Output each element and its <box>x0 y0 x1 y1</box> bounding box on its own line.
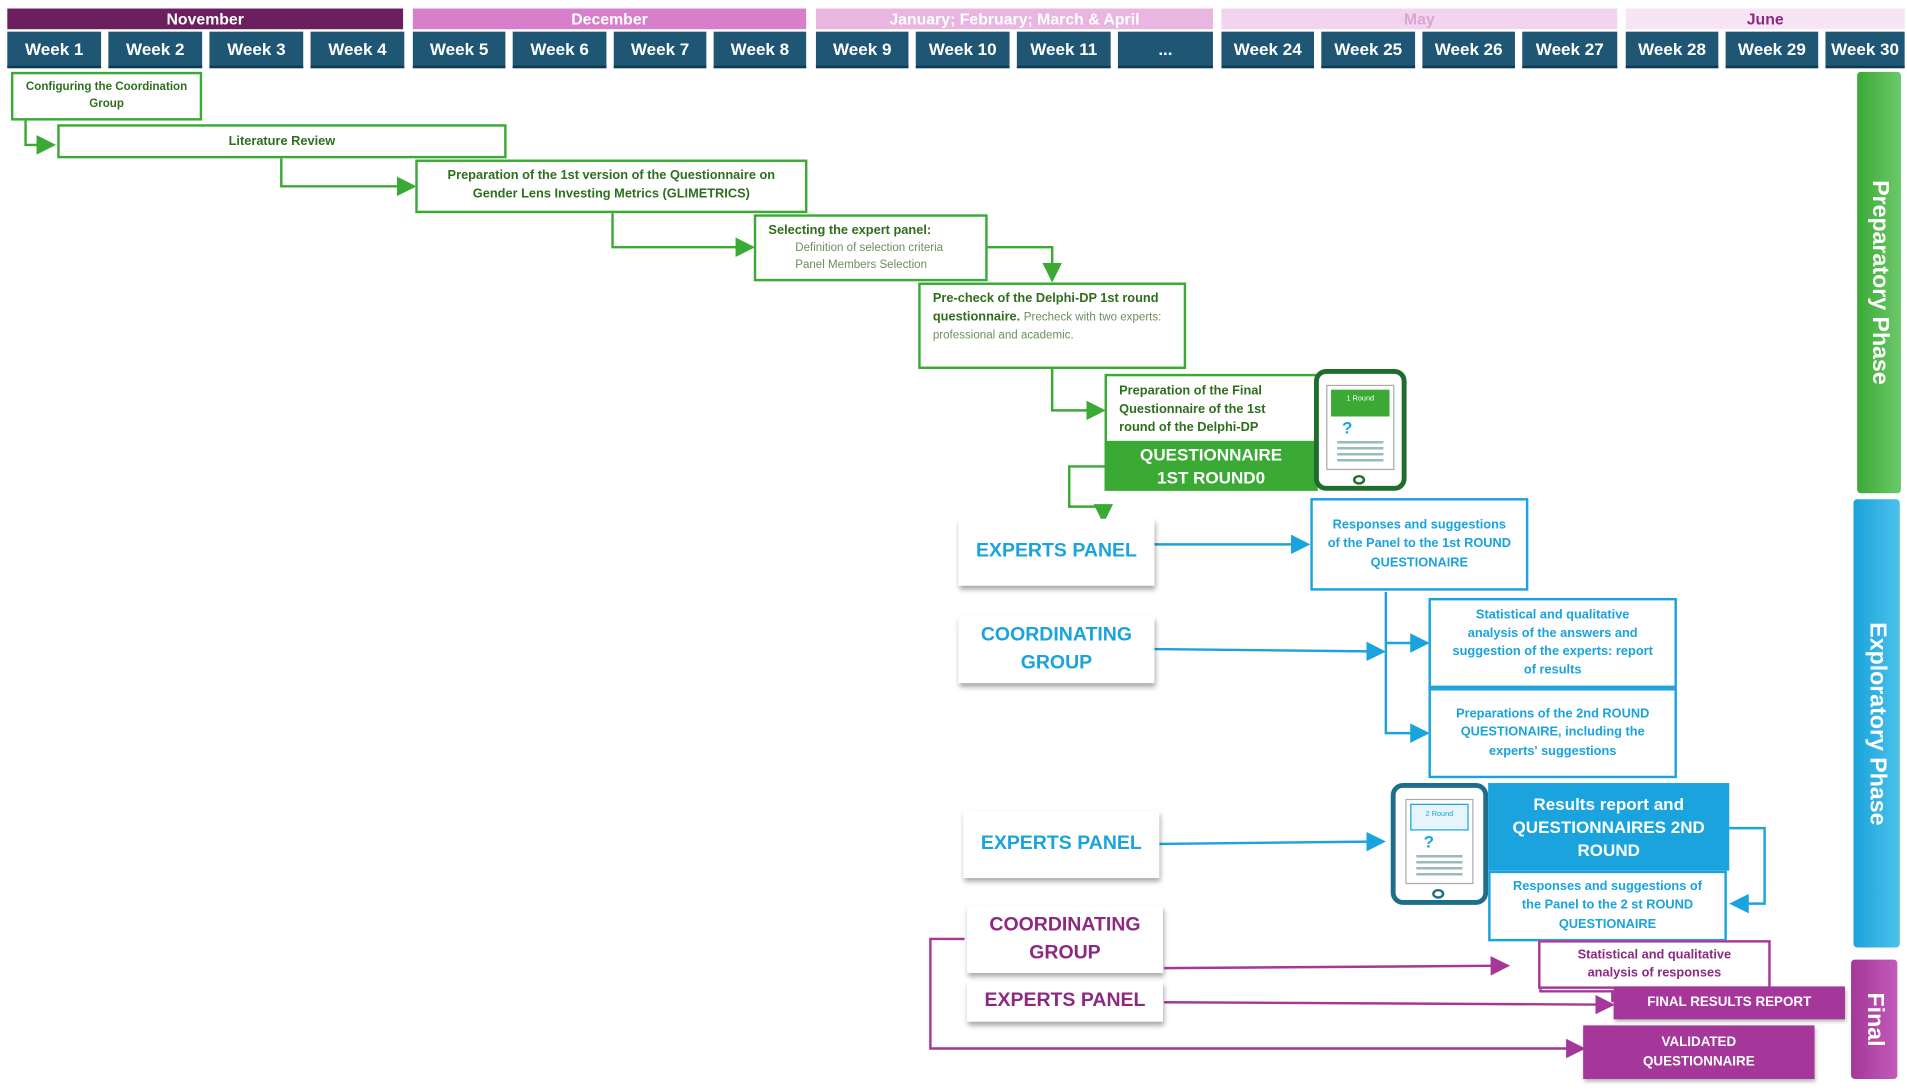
prep-questionnaire-box: Preparation of the 1st version of the Qu… <box>415 159 808 214</box>
week-4: Week 4 <box>310 31 405 69</box>
precheck-rest: Precheck with two experts: professional … <box>932 310 1162 343</box>
literature-label: Literature Review <box>228 133 336 149</box>
week-30: Week 30 <box>1825 31 1905 69</box>
phone-screen-header: 2 Round <box>1410 803 1469 831</box>
coordinating-group-card-1: COORDINATING GROUP <box>958 616 1155 684</box>
week-10: Week 10 <box>915 31 1010 69</box>
week-9: Week 9 <box>815 31 909 69</box>
results-report-label: Results report and QUESTIONNAIRES 2ND RO… <box>1512 793 1705 860</box>
month-december: December <box>412 8 807 30</box>
experts-panel-2-label: EXPERTS PANEL <box>980 833 1142 855</box>
week-11: Week 11 <box>1016 31 1111 69</box>
responses-1st-round-box: Responses and suggestions of the Panel t… <box>1310 498 1529 591</box>
week-8: Week 8 <box>713 31 807 69</box>
week-24: Week 24 <box>1221 31 1315 69</box>
preparatory-phase-bar: Preparatory Phase <box>1857 71 1901 494</box>
week-2: Week 2 <box>108 31 203 69</box>
final-prep-label: Preparation of the Final Questionnaire o… <box>1119 383 1266 436</box>
precheck-bold: Pre-check of the Delphi-DP 1st round que… <box>932 291 1159 325</box>
statistical-2-label: Statistical and qualitative analysis of … <box>1577 947 1732 981</box>
month-june: June <box>1625 8 1905 30</box>
coordinating-2-label: COORDINATING GROUP <box>989 914 1141 963</box>
responses-2nd-round-box: Responses and suggestions of the Panel t… <box>1488 870 1727 942</box>
selecting-title: Selecting the expert panel: <box>768 222 932 238</box>
phone-screen-header: 1 Round <box>1331 389 1390 417</box>
literature-review-box: Literature Review <box>57 124 507 159</box>
experts-panel-card-3: EXPERTS PANEL <box>966 981 1163 1022</box>
phone-icon: 1 Round ? <box>1314 368 1407 491</box>
precheck-box: Pre-check of the Delphi-DP 1st round que… <box>918 282 1187 369</box>
month-may: May <box>1221 8 1618 30</box>
list-lines-icon <box>1337 440 1384 463</box>
week-25: Week 25 <box>1321 31 1416 69</box>
questionnaire-banner-label: QUESTIONNAIRE 1ST ROUND0 <box>1140 444 1283 488</box>
experts-panel-card-1: EXPERTS PANEL <box>958 518 1155 586</box>
prep-2nd-label: Preparations of the 2nd ROUND QUESTIONAI… <box>1456 706 1650 759</box>
week-6: Week 6 <box>512 31 607 69</box>
questionnaire-1st-round-banner: QUESTIONNAIRE 1ST ROUND0 <box>1104 440 1318 491</box>
week-ellipsis: ... <box>1117 31 1213 69</box>
experts-panel-card-2: EXPERTS PANEL <box>963 811 1160 879</box>
results-report-2nd-round-box: Results report and QUESTIONNAIRES 2ND RO… <box>1488 783 1730 871</box>
final-phase-label: Final <box>1862 992 1888 1047</box>
month-november: November <box>7 8 404 30</box>
responses-1-label: Responses and suggestions of the Panel t… <box>1327 517 1511 570</box>
final-phase-bar: Final <box>1851 959 1898 1079</box>
preparatory-phase-label: Preparatory Phase <box>1866 180 1893 385</box>
week-1: Week 1 <box>7 31 102 69</box>
final-results-report-box: FINAL RESULTS REPORT <box>1613 986 1845 1020</box>
week-5: Week 5 <box>412 31 506 69</box>
coordinating-group-card-2: COORDINATING GROUP <box>966 906 1163 974</box>
phone-icon: 2 Round ? <box>1390 783 1489 905</box>
experts-panel-1-label: EXPERTS PANEL <box>975 541 1137 562</box>
question-mark-icon: ? <box>1423 831 1435 852</box>
month-jan-apr: January; February; March & April <box>815 8 1213 30</box>
selecting-members: Panel Members Selection <box>795 258 928 272</box>
validated-questionnaire-box: VALIDATED QUESTIONNAIRE <box>1583 1025 1815 1079</box>
selecting-panel-box: Selecting the expert panel: Definition o… <box>753 214 988 282</box>
responses-2-label: Responses and suggestions of the Panel t… <box>1512 879 1702 932</box>
statistical-responses-box: Statistical and qualitative analysis of … <box>1538 940 1771 989</box>
phone-home-button <box>1352 474 1366 485</box>
question-mark-icon: ? <box>1342 417 1353 438</box>
selecting-criteria: Definition of selection criteria <box>795 241 944 255</box>
statistical-1-label: Statistical and qualitative analysis of … <box>1452 607 1653 678</box>
week-7: Week 7 <box>613 31 707 69</box>
list-lines-icon <box>1416 854 1463 877</box>
week-26: Week 26 <box>1422 31 1515 69</box>
exploratory-phase-bar: Exploratory Phase <box>1853 499 1900 948</box>
configuring-coordination-box: Configuring the Coordination Group <box>10 71 203 121</box>
final-report-label: FINAL RESULTS REPORT <box>1647 994 1812 1010</box>
week-28: Week 28 <box>1625 31 1719 69</box>
week-27: Week 27 <box>1522 31 1618 69</box>
phone-home-button <box>1432 888 1445 899</box>
week-3: Week 3 <box>209 31 304 69</box>
week-29: Week 29 <box>1725 31 1819 69</box>
phone-screen: 1 Round ? <box>1326 384 1395 471</box>
phone-screen: 2 Round ? <box>1405 798 1474 885</box>
exploratory-phase-label: Exploratory Phase <box>1864 621 1891 825</box>
experts-panel-3-label: EXPERTS PANEL <box>984 990 1146 1012</box>
prep-questionnaire-label: Preparation of the 1st version of the Qu… <box>447 168 776 202</box>
statistical-analysis-box: Statistical and qualitative analysis of … <box>1428 597 1677 689</box>
configuring-label: Configuring the Coordination Group <box>25 80 188 111</box>
validated-label: VALIDATED QUESTIONNAIRE <box>1643 1035 1755 1070</box>
prep-2nd-round-box: Preparations of the 2nd ROUND QUESTIONAI… <box>1428 688 1677 779</box>
coordinating-1-label: COORDINATING GROUP <box>980 624 1133 673</box>
